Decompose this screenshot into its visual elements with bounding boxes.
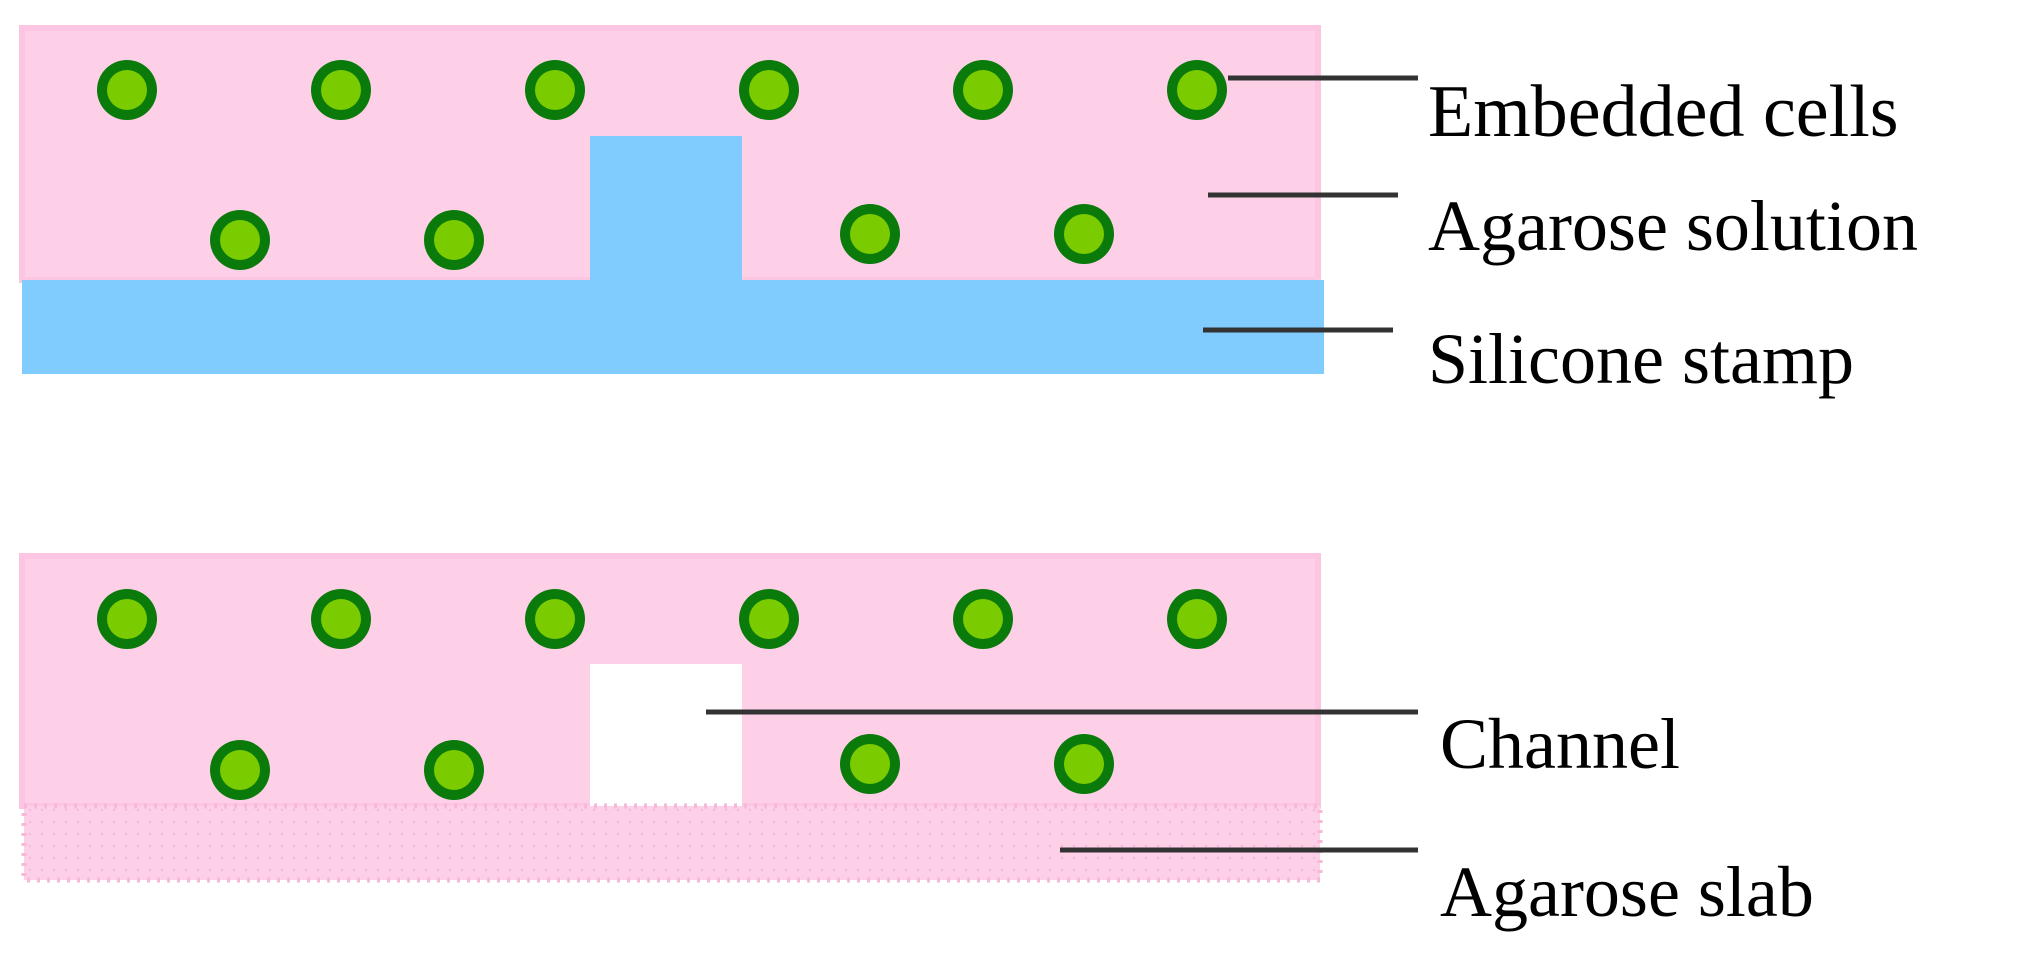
agarose-slab xyxy=(21,803,1323,883)
cell xyxy=(1167,589,1227,649)
embedded-cells-top xyxy=(97,60,1227,270)
label-silicone-stamp: Silicone stamp xyxy=(1428,319,1854,399)
bottom-panel: Channel Agarose slab xyxy=(19,553,1814,932)
cell xyxy=(840,734,900,794)
cell xyxy=(97,589,157,649)
channel xyxy=(590,664,742,806)
cell xyxy=(210,210,270,270)
cell xyxy=(1054,204,1114,264)
cell xyxy=(424,210,484,270)
cell xyxy=(97,60,157,120)
cell xyxy=(840,204,900,264)
label-agarose-slab: Agarose slab xyxy=(1440,852,1814,932)
embedded-cells-bottom xyxy=(97,589,1227,800)
cell xyxy=(739,589,799,649)
cell xyxy=(1054,734,1114,794)
cell xyxy=(525,589,585,649)
cell xyxy=(953,589,1013,649)
cell xyxy=(210,740,270,800)
cell xyxy=(953,60,1013,120)
cell xyxy=(525,60,585,120)
top-panel: Embedded cells Agarose solution Silicone… xyxy=(19,25,1918,399)
cell xyxy=(1167,60,1227,120)
silicone-stamp xyxy=(22,136,1324,374)
label-channel: Channel xyxy=(1440,704,1680,784)
cell xyxy=(739,60,799,120)
label-embedded-cells: Embedded cells xyxy=(1428,71,1899,153)
cell xyxy=(311,589,371,649)
label-agarose-solution: Agarose solution xyxy=(1428,186,1918,266)
cell xyxy=(424,740,484,800)
cell xyxy=(311,60,371,120)
